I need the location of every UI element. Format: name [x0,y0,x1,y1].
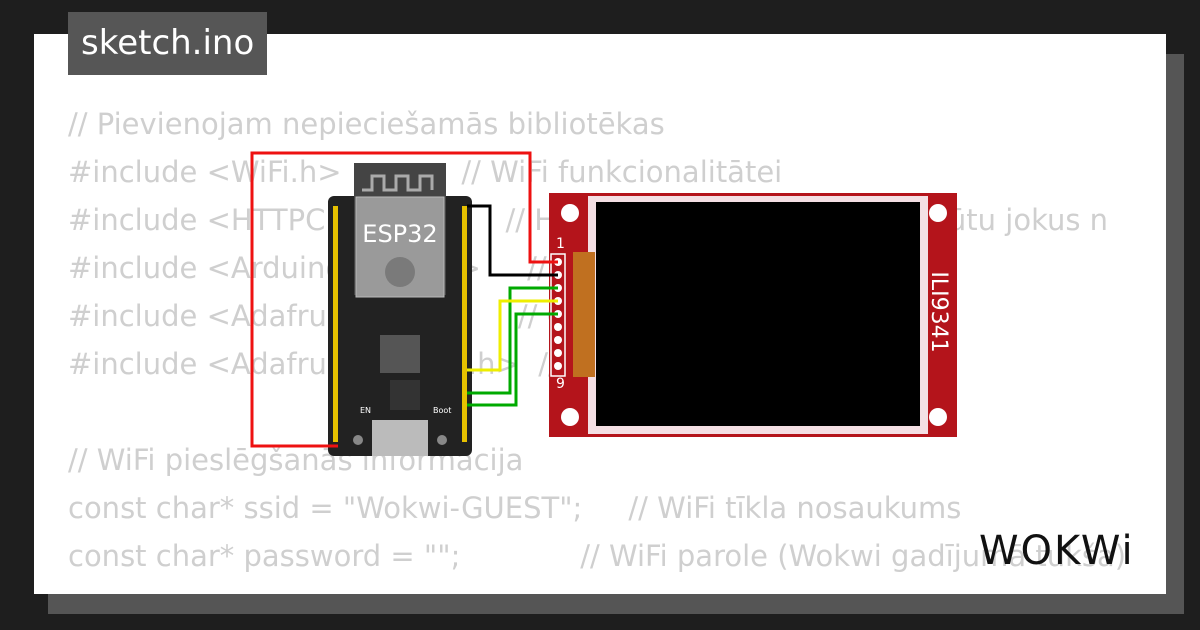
wire-green-2 [467,312,558,407]
wire-black [467,204,558,277]
display-label: ILI9341 [926,271,951,352]
svg-text:EN: EN [360,406,371,415]
pin-headers [333,206,467,442]
svg-text:Boot: Boot [433,406,451,415]
wire-yellow [467,299,558,372]
code-line: #include <WiFi.h> // WiFi funkcionalitāt… [68,155,783,189]
file-tab[interactable]: sketch.ino [68,12,268,75]
svg-text:1: 1 [556,236,565,252]
wires [250,151,558,448]
code-line: const char* ssid = "Wokwi-GUEST"; // WiF… [68,491,962,525]
wire-green [467,286,558,395]
brand-name: WOKWi [979,528,1135,574]
svg-text:9: 9 [556,376,565,392]
esp32-board[interactable]: ESP32 EN Boot [328,163,472,456]
wire-red [250,151,558,448]
esp32-label: ESP32 [362,220,437,248]
wokwi-logo: WOKWi [979,528,1135,574]
code-line: // Pievienojam nepieciešamās bibliotēkas [68,107,665,141]
ili9341-display[interactable]: 1 9 ILI9341 [549,193,957,437]
code-line: const char* password = ""; // WiFi parol… [68,539,1127,573]
